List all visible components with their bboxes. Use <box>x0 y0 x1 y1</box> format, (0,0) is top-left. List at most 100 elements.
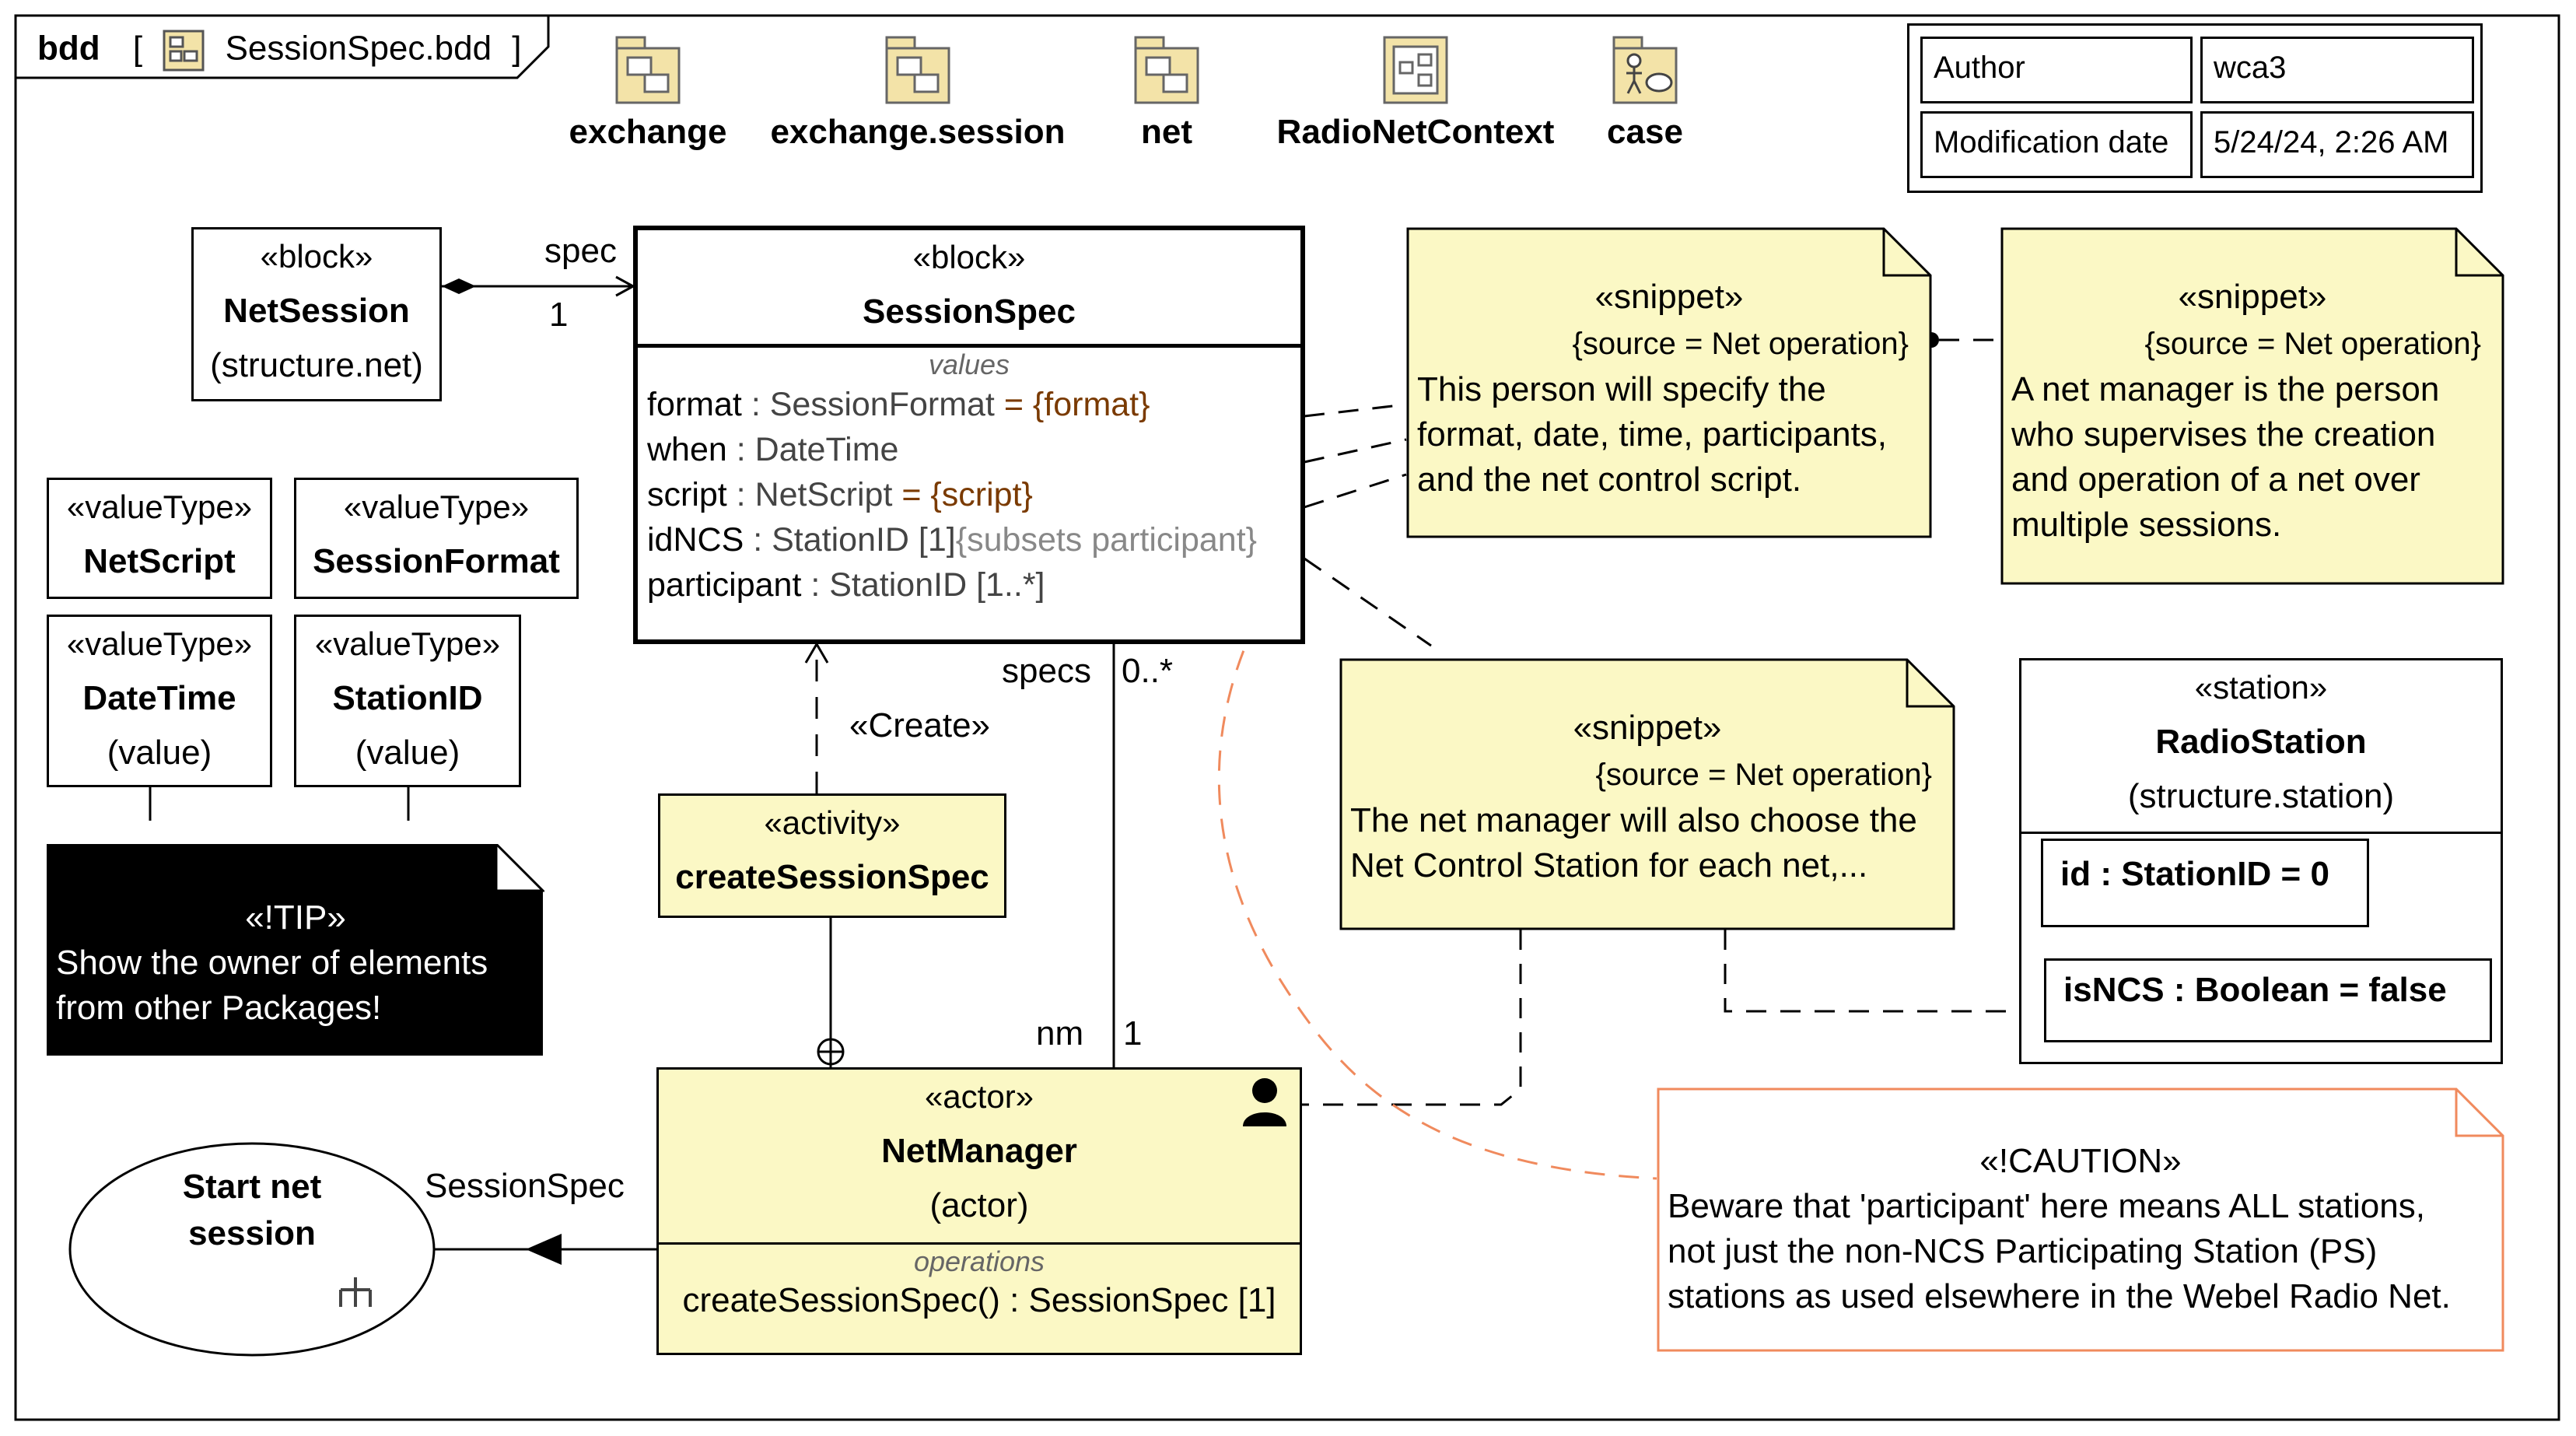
station-stereotype: «station» <box>2194 669 2328 706</box>
caution-line: stations as used elsewhere in the Webel … <box>1668 1277 2451 1315</box>
snippet-line: format, date, time, participants, <box>1417 415 1888 454</box>
modification-date-value: 5/24/24, 2:26 AM <box>2200 111 2474 178</box>
net-manager-block[interactable]: «actor» NetManager (actor) operations cr… <box>656 1067 1302 1355</box>
attribute-type: SessionFormat <box>769 386 995 423</box>
package-radionetcontext[interactable]: RadioNetContext <box>1252 31 1579 152</box>
valuetype-sessionformat[interactable]: «valueType» SessionFormat <box>294 478 579 599</box>
create-session-spec-activity[interactable]: «activity» createSessionSpec <box>658 793 1006 918</box>
session-spec-attribute[interactable]: when : DateTime <box>638 427 1300 472</box>
attribute-type: StationID [1] <box>772 521 956 559</box>
block-owner: (structure.net) <box>210 346 423 384</box>
tip-stereotype: «!TIP» <box>245 898 346 937</box>
station-name: RadioStation <box>2155 723 2367 761</box>
station-part-label: isNCS : Boolean = false <box>2063 971 2447 1009</box>
snippet-stereotype: «snippet» <box>1573 709 1722 747</box>
attribute-sep: : <box>726 431 755 468</box>
snippet-line: The net manager will also choose the <box>1350 801 1917 839</box>
snippet-line: Net Control Station for each net,... <box>1350 846 1868 884</box>
package-label: RadioNetContext <box>1276 113 1555 151</box>
package-exchange-session[interactable]: exchange.session <box>754 31 1081 152</box>
tip-note-shape <box>47 844 544 1056</box>
caution-note-shape <box>1657 1088 2504 1352</box>
use-case-line: Start net <box>182 1168 322 1206</box>
station-isncs-part[interactable]: isNCS : Boolean = false <box>2044 958 2492 1042</box>
attribute-name: script <box>647 476 727 513</box>
net-session-block[interactable]: «block» NetSession (structure.net) <box>191 227 442 401</box>
valuetype-stereotype: «valueType» <box>314 625 501 662</box>
valuetype-note: (value) <box>107 734 212 772</box>
specs-multiplicity-label: 0..* <box>1122 652 1174 690</box>
session-spec-block[interactable]: «block» SessionSpec values format : Sess… <box>633 226 1305 644</box>
actor-icon <box>1243 1078 1286 1126</box>
valuetype-stationid[interactable]: «valueType» StationID (value) <box>294 615 521 787</box>
valuetype-netscript[interactable]: «valueType» NetScript <box>47 478 272 599</box>
caution-note[interactable]: «!CAUTION» Beware that 'participant' her… <box>1657 1088 2504 1352</box>
tip-note[interactable]: «!TIP» Show the owner of elements from o… <box>47 844 544 1056</box>
spec-role-label: spec <box>544 232 617 270</box>
snippet2-note[interactable]: «snippet» {source = Net operation} A net… <box>2000 227 2504 585</box>
use-case-package-icon <box>1612 36 1678 104</box>
tip-line: from other Packages! <box>56 989 382 1027</box>
valuetype-stereotype: «valueType» <box>66 625 253 662</box>
composition-diamond <box>442 278 476 294</box>
session-spec-attribute[interactable]: format : SessionFormat = {format} <box>638 382 1300 427</box>
package-icon <box>615 36 681 104</box>
package-icon <box>1134 36 1199 104</box>
actor-name: NetManager <box>881 1132 1077 1170</box>
snippet1-shape <box>1406 227 1932 538</box>
actor-owner: (actor) <box>929 1186 1029 1224</box>
attribute-def: = {format} <box>994 386 1150 423</box>
station-id-part[interactable]: id : StationID = 0 <box>2041 839 2369 927</box>
package-exchange[interactable]: exchange <box>558 31 737 152</box>
attribute-sep: : <box>741 386 770 423</box>
valuetype-stereotype: «valueType» <box>343 489 530 525</box>
snippet3-note[interactable]: «snippet» {source = Net operation} The n… <box>1339 658 1955 930</box>
specs-role-label: specs <box>1002 652 1091 690</box>
session-spec-attribute[interactable]: script : NetScript = {script} <box>638 472 1300 517</box>
diagram-kind: bdd <box>37 29 100 68</box>
block-name: SessionSpec <box>863 292 1076 331</box>
block-stereotype: «block» <box>912 239 1026 275</box>
snippet-line: and the net control script. <box>1417 461 1802 499</box>
valuetype-stereotype: «valueType» <box>66 489 253 525</box>
session-spec-association-label: SessionSpec <box>425 1167 625 1205</box>
values-compartment: format : SessionFormat = {format}when : … <box>638 382 1300 608</box>
package-case[interactable]: case <box>1579 31 1711 152</box>
context-package-icon <box>1383 36 1448 104</box>
caution-line: not just the non-NCS Participating Stati… <box>1668 1232 2378 1270</box>
start-net-session-use-case[interactable]: Start net session <box>67 1164 437 1257</box>
author-value: wca3 <box>2200 37 2474 103</box>
diagram-tab: bdd [ SessionSpec.bdd ] <box>37 28 522 73</box>
attribute-type: DateTime <box>754 431 899 468</box>
tip-line: Show the owner of elements <box>56 944 488 982</box>
valuetype-name: DateTime <box>82 679 236 717</box>
attribute-extra: {subsets participant} <box>955 521 1258 559</box>
frame-tab <box>14 16 550 79</box>
snippet-line: and operation of a net over <box>2011 461 2420 499</box>
diagram-name: SessionSpec.bdd <box>225 29 492 68</box>
rake-icon <box>339 1277 372 1307</box>
spec-multiplicity-label: 1 <box>549 296 569 334</box>
nm-role-label: nm <box>1036 1014 1084 1052</box>
block-name: NetSession <box>223 292 410 330</box>
activity-stereotype: «activity» <box>764 804 901 841</box>
valuetype-datetime[interactable]: «valueType» DateTime (value) <box>47 615 272 787</box>
package-label: net <box>1141 113 1192 151</box>
station-owner: (structure.station) <box>2127 777 2395 815</box>
valuetype-note: (value) <box>355 734 460 772</box>
session-spec-attribute[interactable]: participant : StationID [1..*] <box>638 562 1300 608</box>
use-case-line: session <box>188 1214 316 1252</box>
snippet-line: multiple sessions. <box>2011 506 2282 544</box>
snippet1-note[interactable]: «snippet» {source = Net operation} This … <box>1406 227 1932 538</box>
snippet-line: This person will specify the <box>1417 370 1826 408</box>
attribute-def: = {script} <box>892 476 1033 513</box>
snippet3-shape <box>1339 658 1955 930</box>
diagram-frame <box>14 14 2560 1421</box>
attribute-name: idNCS <box>647 521 744 559</box>
attribute-type: StationID [1..*] <box>829 566 1045 604</box>
attribute-name: when <box>647 431 727 468</box>
package-label: exchange.session <box>770 113 1066 151</box>
session-spec-attribute[interactable]: idNCS : StationID [1]{subsets participan… <box>638 517 1300 562</box>
package-net[interactable]: net <box>1097 31 1237 152</box>
actor-stereotype: «actor» <box>924 1078 1034 1115</box>
